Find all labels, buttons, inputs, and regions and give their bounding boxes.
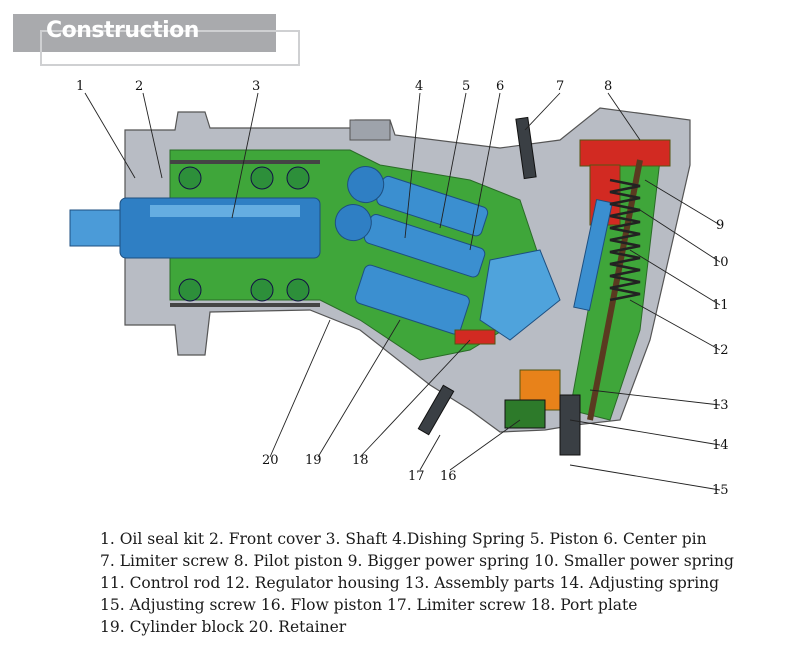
leader-lines [84, 92, 721, 491]
callout-12: 12 [712, 343, 729, 358]
callout-14: 14 [712, 438, 729, 453]
parts-legend: 1. Oil seal kit 2. Front cover 3. Shaft … [100, 528, 780, 638]
callout-16: 16 [440, 469, 457, 484]
regulator [417, 116, 671, 456]
callout-17: 17 [408, 469, 425, 484]
page-title: Construction [46, 18, 199, 43]
port-plate [454, 249, 561, 345]
callout-4: 4 [415, 79, 423, 94]
legend-line: 19. Cylinder block 20. Retainer [100, 618, 347, 636]
shaft [69, 197, 321, 259]
callout-13: 13 [712, 398, 729, 413]
callout-1: 1 [76, 79, 84, 94]
pump-construction-diagram: 1 2 3 4 5 6 7 8 9 10 11 12 13 14 15 16 1… [69, 79, 729, 498]
legend-line: 11. Control rod 12. Regulator housing 13… [100, 574, 720, 592]
callout-15: 15 [712, 483, 729, 498]
header-outline [40, 30, 300, 66]
callout-3: 3 [252, 79, 260, 94]
callout-7: 7 [556, 79, 564, 94]
callout-numbers: 1 2 3 4 5 6 7 8 9 10 11 12 13 14 15 16 1… [76, 79, 729, 498]
legend-line: 1. Oil seal kit 2. Front cover 3. Shaft … [100, 530, 707, 548]
callout-10: 10 [712, 255, 729, 270]
callout-6: 6 [496, 79, 504, 94]
callout-11: 11 [712, 298, 729, 313]
legend-line: 15. Adjusting screw 16. Flow piston 17. … [100, 596, 638, 614]
callout-18: 18 [352, 453, 369, 468]
callout-9: 9 [716, 218, 724, 233]
callout-19: 19 [305, 453, 322, 468]
cylinder-block [334, 166, 489, 335]
callout-2: 2 [135, 79, 143, 94]
callout-8: 8 [604, 79, 612, 94]
callout-5: 5 [462, 79, 470, 94]
bearings [170, 160, 320, 307]
legend-line: 7. Limiter screw 8. Pilot piston 9. Bigg… [100, 552, 734, 570]
callout-20: 20 [262, 453, 279, 468]
header-bar [13, 14, 276, 52]
